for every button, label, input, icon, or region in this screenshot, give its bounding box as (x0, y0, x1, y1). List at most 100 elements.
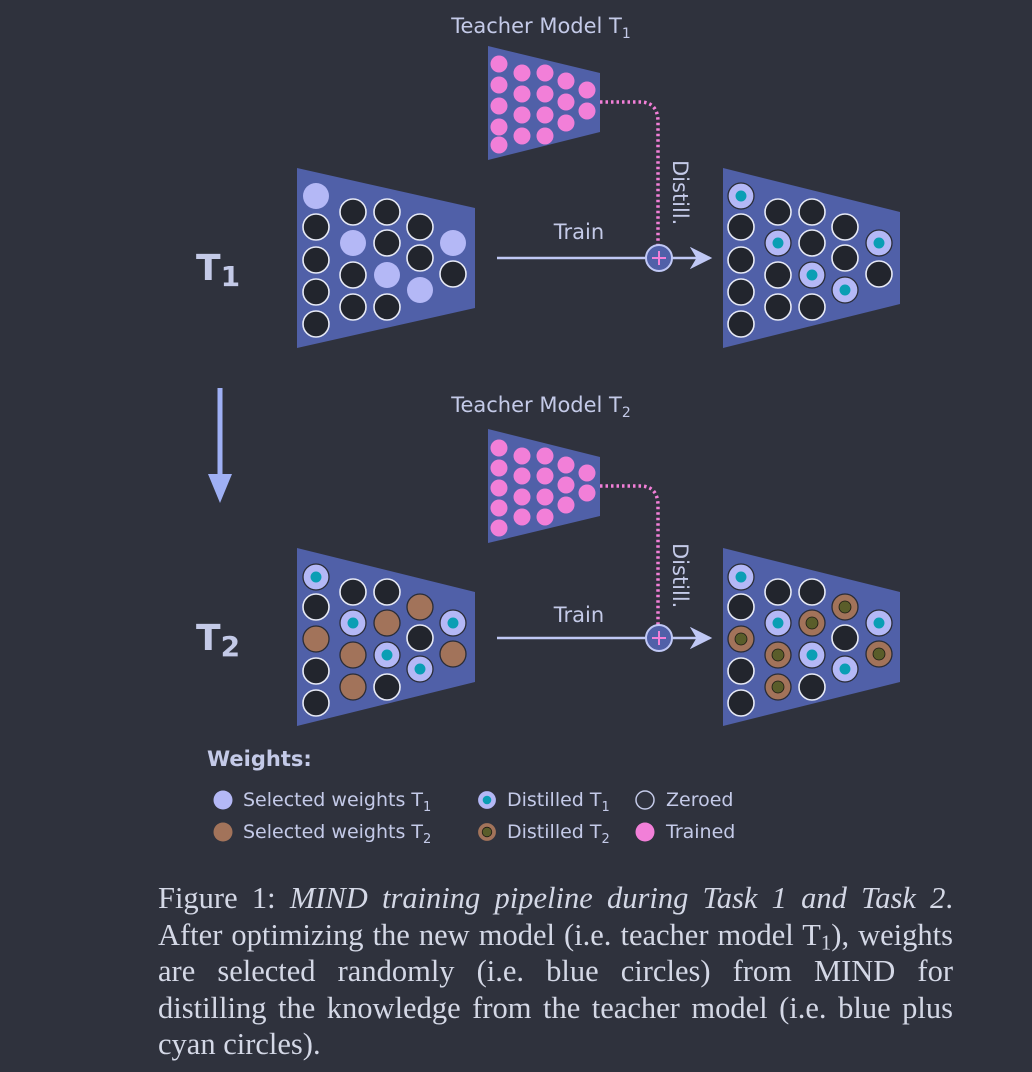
node-dis2 (727, 625, 755, 653)
node-zero (373, 229, 401, 257)
node-train (557, 93, 575, 111)
node-zero (727, 213, 755, 241)
node-train (578, 81, 596, 99)
node-train (513, 467, 531, 485)
node-zero (339, 578, 367, 606)
plus-junction-t1 (645, 244, 673, 272)
distill-line-t1 (600, 100, 660, 245)
node-train (536, 447, 554, 465)
node-dis1 (406, 655, 434, 683)
node-train (490, 439, 508, 457)
node-dis1 (798, 641, 826, 669)
node-train (557, 456, 575, 474)
train-label-t1: Train (553, 220, 604, 244)
task-transition-arrowhead (208, 474, 232, 503)
node-zero (764, 198, 792, 226)
network-t2-input-nodes (302, 563, 467, 717)
legend-selected-t1-label: Selected weights T1 (243, 789, 431, 815)
node-zero (831, 213, 859, 241)
network-t1-input-nodes (302, 183, 467, 338)
node-zero (302, 246, 330, 274)
node-dis1 (727, 563, 755, 591)
node-zero (727, 278, 755, 306)
node-train (513, 106, 531, 124)
node-train (557, 476, 575, 494)
caption-text-part1: . After optimizing the new model (i.e. t… (158, 881, 954, 952)
node-train (490, 118, 508, 136)
node-zero (764, 261, 792, 289)
node-dis2 (764, 641, 792, 669)
node-train (513, 85, 531, 103)
node-zero (798, 293, 826, 321)
legend-title: Weights: (207, 747, 312, 771)
node-train (490, 136, 508, 154)
node-train (513, 64, 531, 82)
node-zero (831, 624, 859, 652)
node-zero (727, 593, 755, 621)
node-sel2 (339, 641, 367, 669)
node-train (536, 127, 554, 145)
node-train (513, 508, 531, 526)
node-train (578, 464, 596, 482)
node-train (490, 459, 508, 477)
legend: Weights: Selected weights T1 Selected we… (207, 747, 735, 847)
legend-distilled-t2-label: Distilled T2 (507, 821, 610, 847)
teacher-t2-nodes (490, 439, 596, 537)
node-dis2 (865, 640, 893, 668)
node-train (557, 114, 575, 132)
task-t2-label: T2 (196, 618, 240, 663)
node-zero (764, 293, 792, 321)
legend-trained-swatch (635, 822, 655, 842)
node-zero (302, 310, 330, 338)
legend-zeroed-swatch (635, 790, 655, 810)
node-train (490, 519, 508, 537)
node-zero (302, 593, 330, 621)
node-dis1 (373, 641, 401, 669)
node-train (536, 64, 554, 82)
caption-prefix: Figure 1: (158, 881, 290, 915)
network-t2-output-nodes (727, 563, 893, 717)
node-zero (865, 260, 893, 288)
node-train (490, 499, 508, 517)
node-zero (798, 673, 826, 701)
node-sel2 (439, 640, 467, 668)
node-zero (798, 198, 826, 226)
caption-subscript: 1 (820, 932, 832, 955)
node-zero (373, 578, 401, 606)
task-t1-label: T1 (196, 248, 240, 293)
mind-pipeline-diagram: Teacher Model T1 T1 Train Distill. Teach… (196, 14, 900, 847)
network-t1-output-nodes (727, 182, 893, 338)
node-zero (439, 260, 467, 288)
node-dis1 (831, 276, 859, 304)
node-train (578, 102, 596, 120)
node-zero (406, 624, 434, 652)
node-dis1 (764, 229, 792, 257)
legend-selected-t2-label: Selected weights T2 (243, 821, 431, 847)
node-zero (373, 293, 401, 321)
legend-selected-t2-swatch (213, 822, 233, 842)
plus-junction-t2 (645, 624, 673, 652)
legend-distilled-t1-swatch (476, 789, 498, 811)
node-train (536, 488, 554, 506)
node-zero (302, 657, 330, 685)
node-train (513, 447, 531, 465)
node-zero (373, 198, 401, 226)
node-dis1 (798, 261, 826, 289)
node-dis1 (302, 563, 330, 591)
node-dis2 (831, 593, 859, 621)
node-train (490, 76, 508, 94)
node-dis1 (831, 655, 859, 683)
node-train (536, 508, 554, 526)
caption-title: MIND training pipeline during Task 1 and… (289, 881, 946, 915)
node-zero (339, 261, 367, 289)
node-dis1 (865, 609, 893, 637)
node-train (557, 496, 575, 514)
node-dis1 (439, 609, 467, 637)
node-zero (798, 229, 826, 257)
legend-distilled-t1-label: Distilled T1 (507, 789, 610, 815)
distill-label-t1: Distill. (668, 160, 692, 225)
node-zero (406, 244, 434, 272)
node-train (513, 127, 531, 145)
node-zero (373, 673, 401, 701)
node-sel1 (340, 230, 366, 256)
